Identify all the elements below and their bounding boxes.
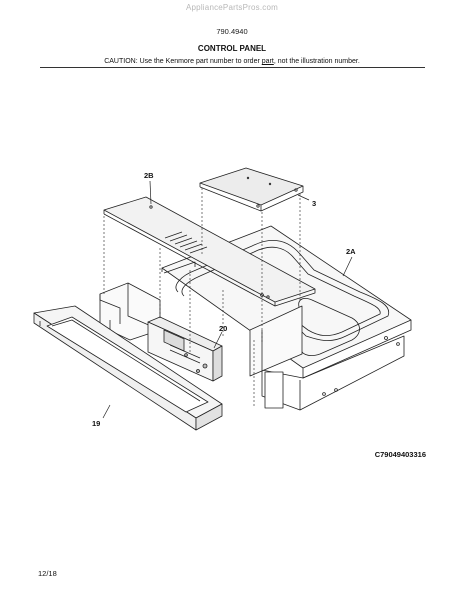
- callout-3: 3: [312, 199, 316, 208]
- watermark: AppliancePartsPros.com: [186, 3, 278, 12]
- part-20-control-board: [147, 316, 223, 382]
- model-number: 790.4940: [216, 27, 248, 36]
- callout-20: 20: [219, 324, 227, 333]
- callout-2b: 2B: [144, 171, 154, 180]
- callout-2a: 2A: [346, 247, 356, 256]
- page-title: CONTROL PANEL: [197, 44, 267, 53]
- part-3-cover-plate: [199, 167, 304, 212]
- header-divider: [40, 67, 425, 68]
- page-number: 12/18: [38, 569, 57, 578]
- caution-text-post: , not the illustration number.: [273, 58, 360, 65]
- caution-text-pre: CAUTION: Use the Kenmore part number to …: [104, 58, 262, 65]
- caution-note: CAUTION: Use the Kenmore part number to …: [0, 58, 464, 65]
- caution-part-link[interactable]: part: [261, 58, 274, 65]
- callout-19: 19: [92, 419, 100, 428]
- part-19-front-frame: [33, 305, 223, 431]
- figure-id: C79049403316: [374, 450, 426, 459]
